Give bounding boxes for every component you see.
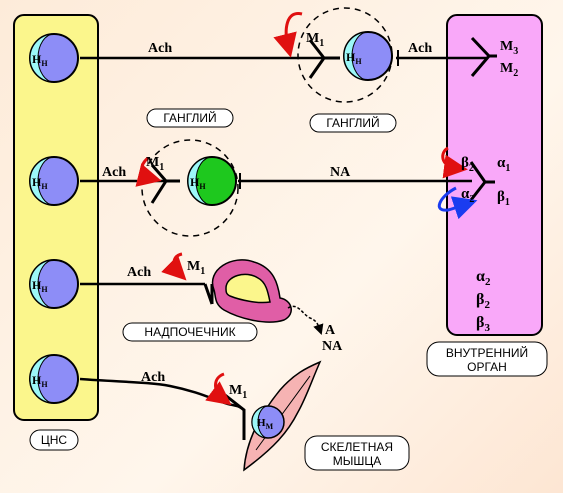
m3-label: M3 [500, 39, 518, 57]
nn-label-1: НН [32, 52, 48, 68]
effector-terminal-2 [469, 161, 495, 201]
synapse-terminal-1 [308, 39, 340, 79]
adrenal-inner [225, 273, 271, 304]
alpha2-label: α2 [476, 268, 491, 288]
ach-label-2: Ach [408, 41, 432, 56]
skeletal-label-line2: МЫШЦА [333, 454, 382, 468]
synapse-terminal-2 [150, 164, 180, 204]
adrenal-label-text: НАДПОЧЕЧНИК [144, 325, 235, 339]
nn-label-2: НН [32, 175, 48, 191]
m2-label: M2 [500, 61, 518, 79]
ach-label-5: Ach [141, 370, 165, 385]
effector-terminal-1 [470, 36, 497, 77]
na-label-1: NA [330, 165, 351, 180]
ganglion-neuron-2 [187, 156, 237, 206]
na-label-2: NA [322, 339, 343, 354]
motor-endplate [224, 393, 246, 440]
adrenal-secretion-arrow [287, 305, 324, 335]
muscle-receptor [251, 405, 285, 439]
alpha2-autoreceptor-label: α2 [461, 186, 474, 205]
m1-label-3: M1 [187, 259, 205, 277]
cns-neuron-1 [29, 33, 79, 83]
alpha1-label: α1 [497, 155, 510, 174]
nn-label-ganglion-2: НН [190, 175, 206, 191]
ganglion-label-1: ГАНГЛИЙ [309, 113, 397, 133]
m1-autoreceptor-arrow-1 [273, 12, 303, 58]
beta3-label: β3 [476, 314, 490, 334]
ganglion-label-1-text: ГАНГЛИЙ [326, 115, 379, 130]
adrenal-label: НАДПОЧЕЧНИК [122, 322, 258, 342]
adrenal-synapse [203, 283, 214, 305]
ach-label-3: Ach [102, 165, 126, 180]
skeletal-muscle-label: СКЕЛЕТНАЯ МЫШЦА [304, 435, 410, 471]
skeletal-label-line1: СКЕЛЕТНАЯ [321, 440, 393, 454]
cns-label: ЦНС [29, 429, 79, 451]
ganglion-neuron-1 [343, 31, 393, 81]
a-label: A [325, 323, 336, 338]
m1-label-1: M1 [306, 31, 324, 49]
m1-autoreceptor-arrow-3 [161, 252, 187, 281]
m1-label-4: M1 [229, 383, 247, 401]
ganglion-2-border [141, 139, 239, 237]
internal-organ-box [446, 14, 543, 336]
nn-label-3: НН [32, 278, 48, 294]
cns-neuron-3 [29, 259, 79, 309]
m1-autoreceptor-arrow-4 [205, 372, 232, 406]
nn-label-ganglion-1: НН [346, 50, 362, 66]
beta2-autoreceptor-label: β2 [461, 155, 474, 174]
organ-label-line2: ОРГАН [467, 360, 507, 374]
m1-label-2: M1 [146, 155, 164, 173]
ach-label-4: Ach [127, 265, 151, 280]
beta2-label: β2 [476, 291, 490, 311]
cns-neuron-2 [29, 156, 79, 206]
alpha2-autoreceptor-arrow [437, 186, 478, 220]
organ-label-line1: ВНУТРЕННИЙ [446, 345, 528, 360]
beta2-autoreceptor-arrow [441, 146, 468, 179]
internal-organ-label: ВНУТРЕННИЙ ОРГАН [426, 341, 548, 377]
cns-neuron-4 [29, 354, 79, 404]
m1-autoreceptor-arrow-2 [135, 156, 162, 187]
nm-label: НМ [257, 417, 274, 431]
ganglion-label-2: ГАНГЛИЙ [146, 108, 234, 128]
ganglion-label-2-text: ГАНГЛИЙ [163, 110, 216, 125]
ach-label-1: Ach [148, 41, 172, 56]
beta1-label: β1 [497, 189, 510, 208]
nn-label-4: НН [32, 373, 48, 389]
cns-label-text: ЦНС [41, 433, 68, 447]
cns-box [13, 14, 99, 421]
